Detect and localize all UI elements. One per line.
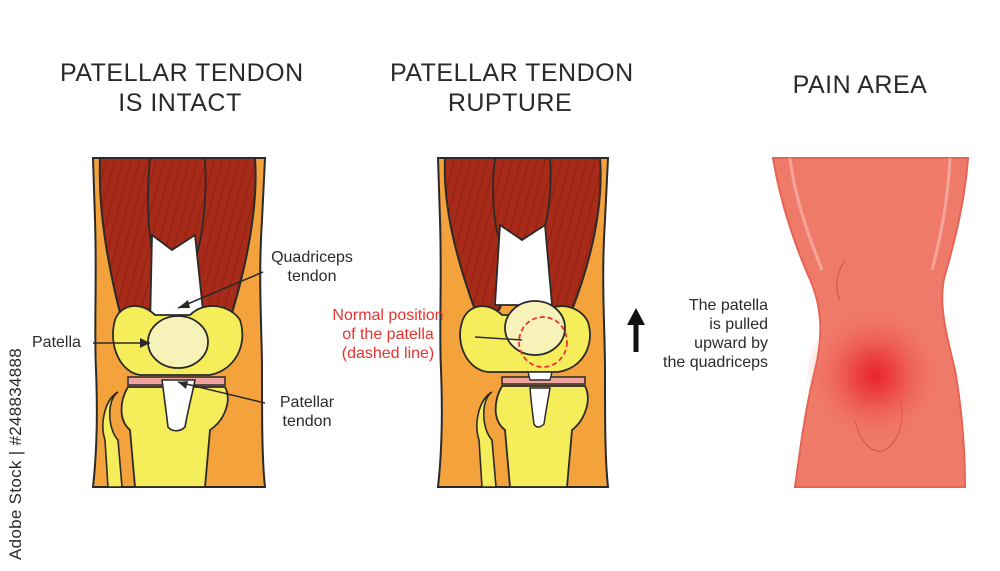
fibula-rupture (476, 391, 497, 488)
torn-tendon-remnant (529, 387, 551, 428)
label-normal-position: Normal position of the patella (dashed l… (332, 307, 444, 362)
label-patellar-tendon: Patellar tendon (279, 394, 335, 430)
title-rupture: PATELLAR TENDON RUPTURE (390, 59, 634, 117)
patella-displaced (504, 300, 566, 356)
label-patella: Patella (32, 334, 81, 351)
patella-intact (147, 315, 209, 369)
tibia-intact (120, 386, 229, 488)
title-intact: PATELLAR TENDON IS INTACT (60, 59, 304, 117)
quadriceps-tendon-rupture (494, 223, 553, 306)
watermark: Adobe Stock | #248834888 (6, 347, 25, 560)
patellar-tendon-intact (161, 379, 196, 432)
normal-position-circle (518, 316, 568, 368)
tibia-rupture (494, 385, 589, 488)
knee-intact (91, 157, 267, 488)
label-patella-pulled: The patella is pulled upward by the quad… (663, 297, 768, 371)
title-pain-area: PAIN AREA (792, 71, 928, 99)
label-quadriceps-tendon: Quadriceps tendon (271, 249, 353, 285)
up-arrow-head (627, 308, 645, 325)
pain-leg (771, 157, 970, 488)
pain-spot (805, 305, 945, 445)
knee-rupture (436, 157, 645, 488)
fibula-intact (102, 391, 123, 488)
